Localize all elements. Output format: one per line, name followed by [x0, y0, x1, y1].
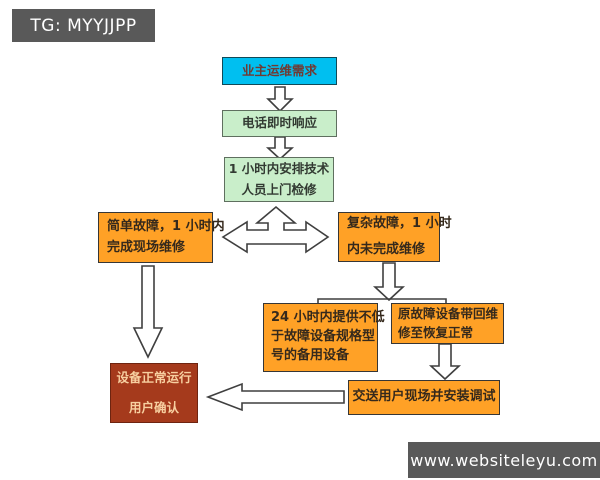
node-simple-fault-line1: 简单故障，1 小时内: [107, 218, 225, 234]
node-deliver-install-text: 交送用户现场并安装调试: [352, 389, 496, 405]
node-arrange-tech-line1: 1 小时内安排技术: [228, 161, 330, 177]
node-complex-fault: 复杂故障，1 小时 内未完成维修: [338, 212, 452, 262]
node-repair-return-line2: 修至恢复正常: [398, 324, 474, 340]
node-backup-equipment-line2: 于故障设备规格型: [271, 328, 376, 344]
node-phone-response-text: 电话即时响应: [241, 115, 317, 131]
node-owner-demand: 业主运维需求: [222, 57, 337, 85]
node-backup-equipment: 24 小时内提供不低 于故障设备规格型 号的备用设备: [263, 303, 385, 372]
node-normal-confirm-line2: 用户确认: [128, 399, 179, 415]
site-watermark-badge: www.websiteleyu.com: [408, 442, 600, 478]
node-deliver-install: 交送用户现场并安装调试: [348, 380, 500, 415]
arrow-three-way-branch-icon: [221, 205, 330, 254]
node-repair-return-line1: 原故障设备带回维: [398, 306, 499, 322]
tg-watermark-badge: TG: MYYJJPP: [12, 9, 155, 42]
node-repair-return: 原故障设备带回维 修至恢复正常: [391, 303, 504, 344]
node-simple-fault: 简单故障，1 小时内 完成现场维修: [98, 212, 225, 263]
arrow-down-repair-to-deliver-icon: [428, 343, 462, 381]
node-backup-equipment-line3: 号的备用设备: [271, 347, 350, 363]
branch-connector-line: [317, 298, 447, 304]
arrow-left-deliver-to-confirm-icon: [205, 382, 345, 412]
arrow-down-simple-to-confirm-icon: [132, 265, 164, 359]
site-watermark-text: www.websiteleyu.com: [410, 450, 598, 470]
node-normal-confirm-line1: 设备正常运行: [116, 370, 192, 386]
arrow-down-demand-to-phone-icon: [266, 86, 294, 113]
node-phone-response: 电话即时响应: [222, 110, 337, 137]
arrow-down-complex-to-branch-icon: [372, 262, 406, 302]
node-arrange-tech: 1 小时内安排技术 人员上门检修: [224, 157, 334, 202]
node-complex-fault-line1: 复杂故障，1 小时: [347, 215, 452, 231]
node-simple-fault-line2: 完成现场维修: [107, 239, 186, 255]
node-owner-demand-text: 业主运维需求: [241, 62, 317, 78]
node-complex-fault-line2: 内未完成维修: [347, 241, 426, 257]
node-arrange-tech-line2: 人员上门检修: [241, 181, 317, 197]
arrow-down-phone-to-arrange-icon: [265, 136, 295, 161]
node-normal-confirm: 设备正常运行 用户确认: [110, 363, 198, 423]
node-backup-equipment-line1: 24 小时内提供不低: [271, 310, 385, 325]
tg-watermark-text: TG: MYYJJPP: [30, 15, 137, 36]
